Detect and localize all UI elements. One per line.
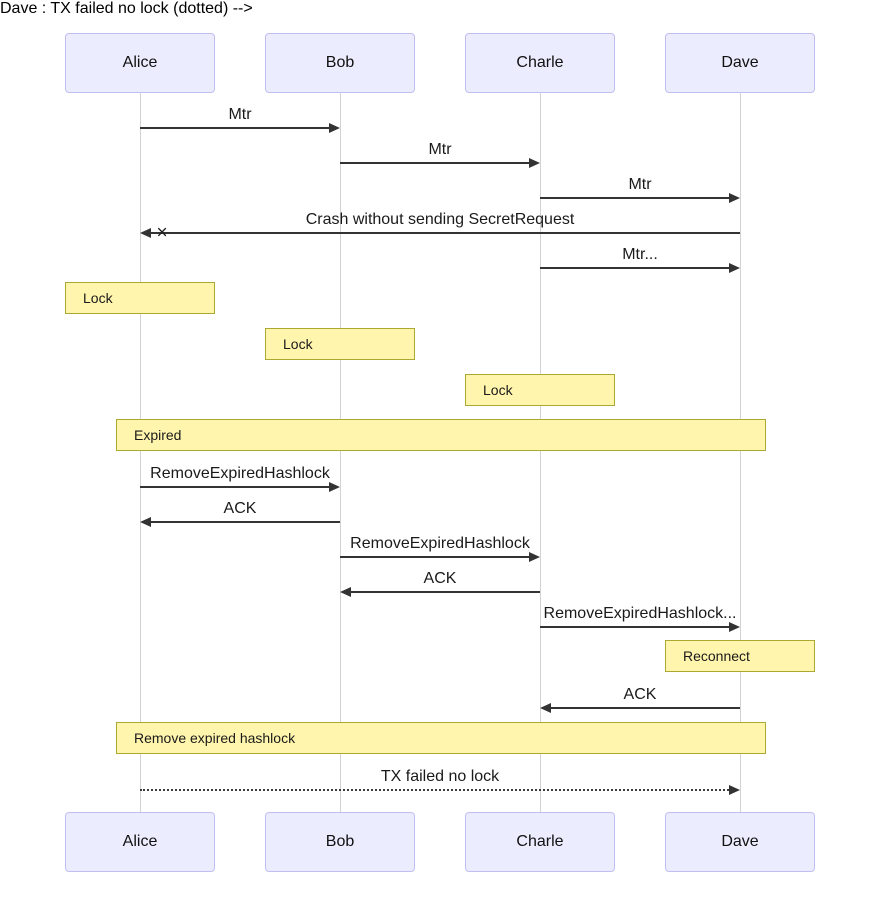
arrowhead-icon — [540, 703, 551, 713]
arrowhead-icon — [729, 785, 740, 795]
message-label: ACK — [223, 500, 257, 517]
message-line — [151, 521, 340, 523]
note-lock-bob: Lock — [265, 328, 415, 360]
message-line — [340, 162, 530, 164]
note-expired: Expired — [116, 419, 766, 451]
message-label: Mtr... — [622, 246, 658, 263]
arrowhead-icon — [529, 552, 540, 562]
message-line — [540, 197, 730, 199]
message-line — [140, 486, 330, 488]
note-label: Lock — [483, 382, 513, 398]
message-line-dotted — [140, 789, 729, 791]
note-reconnect-dave: Reconnect — [665, 640, 815, 672]
actor-dave-bottom: Dave — [665, 812, 815, 872]
message-label: RemoveExpiredHashlock — [150, 465, 330, 482]
actor-dave-label: Dave — [721, 54, 759, 71]
actor-bob-label: Bob — [325, 54, 355, 71]
note-lock-charle: Lock — [465, 374, 615, 406]
message-line — [540, 267, 730, 269]
actor-charle-label: Charle — [516, 54, 564, 71]
arrowhead-icon — [140, 228, 151, 238]
message-line — [551, 707, 740, 709]
actor-bob-label: Bob — [325, 833, 355, 850]
actor-alice-label: Alice — [122, 54, 158, 71]
message-label: Mtr — [228, 106, 252, 123]
message-label: RemoveExpiredHashlock... — [543, 605, 737, 622]
actor-dave-top: Dave — [665, 33, 815, 93]
arrowhead-icon — [729, 193, 740, 203]
note-label: Lock — [83, 290, 113, 306]
note-lock-alice: Lock — [65, 282, 215, 314]
message-label: Mtr — [628, 176, 652, 193]
arrowhead-icon — [329, 482, 340, 492]
message-line — [351, 591, 540, 593]
note-label: Lock — [283, 336, 313, 352]
message-label: Mtr — [428, 141, 452, 158]
arrowhead-icon — [729, 263, 740, 273]
actor-alice-bottom: Alice — [65, 812, 215, 872]
lifeline-dave — [739, 93, 741, 812]
actor-bob-top: Bob — [265, 33, 415, 93]
actor-charle-bottom: Charle — [465, 812, 615, 872]
message-label: ACK — [423, 570, 457, 587]
note-label: Remove expired hashlock — [134, 730, 296, 746]
lifeline-bob — [339, 93, 341, 812]
actor-alice-top: Alice — [65, 33, 215, 93]
lost-message-cross-icon: × — [156, 222, 168, 244]
arrowhead-icon — [529, 158, 540, 168]
message-line — [140, 127, 330, 129]
actor-alice-label: Alice — [122, 833, 158, 850]
message-line — [340, 556, 530, 558]
arrowhead-icon — [140, 517, 151, 527]
arrowhead-icon — [729, 622, 740, 632]
message-label: TX failed no lock — [380, 768, 500, 785]
message-label: Crash without sending SecretRequest — [305, 211, 575, 228]
message-line — [151, 232, 740, 234]
actor-charle-label: Charle — [516, 833, 564, 850]
actor-bob-bottom: Bob — [265, 812, 415, 872]
lifeline-alice — [139, 93, 141, 812]
note-label: Reconnect — [683, 648, 750, 664]
arrowhead-icon — [340, 587, 351, 597]
message-label: ACK — [623, 686, 657, 703]
actor-charle-top: Charle — [465, 33, 615, 93]
actor-dave-label: Dave — [721, 833, 759, 850]
note-remove-expired-hashlock: Remove expired hashlock — [116, 722, 766, 754]
message-line — [540, 626, 730, 628]
message-label: RemoveExpiredHashlock — [350, 535, 530, 552]
note-label: Expired — [134, 427, 182, 443]
lifeline-charle — [539, 93, 541, 812]
arrowhead-icon — [329, 123, 340, 133]
